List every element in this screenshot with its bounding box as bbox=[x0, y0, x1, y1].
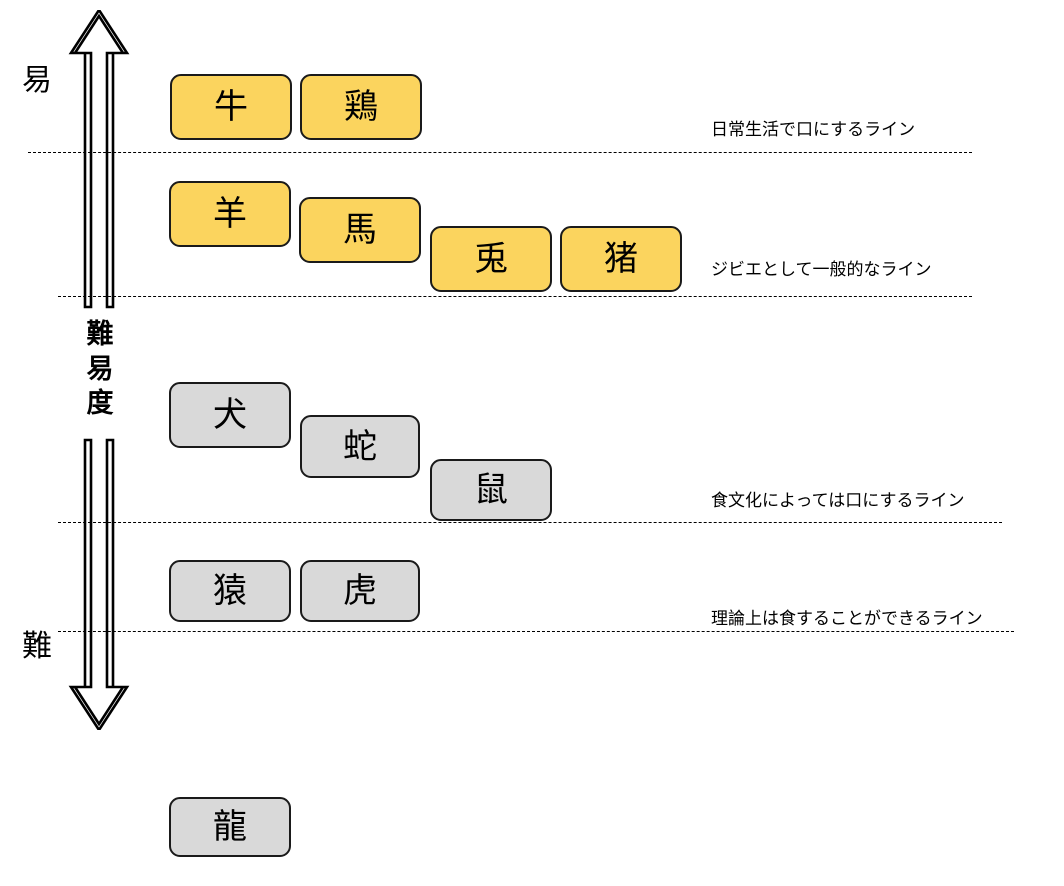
animal-box-dragon[interactable]: 龍 bbox=[169, 797, 291, 857]
animal-box-tiger[interactable]: 虎 bbox=[300, 560, 420, 622]
axis-label-hard: 難 bbox=[22, 629, 52, 664]
axis-title-difficulty: 難 易 度 bbox=[78, 318, 122, 422]
animal-box-snake[interactable]: 蛇 bbox=[300, 415, 420, 478]
axis-title-char-1: 難 bbox=[86, 319, 114, 350]
threshold-line-daily-life bbox=[28, 152, 972, 153]
threshold-label-theoretical: 理論上は食することができるライン bbox=[711, 609, 983, 629]
difficulty-axis-arrow bbox=[68, 10, 138, 730]
animal-box-rat[interactable]: 鼠 bbox=[430, 459, 552, 521]
threshold-label-food-culture: 食文化によっては口にするライン bbox=[711, 491, 965, 511]
animal-box-rabbit[interactable]: 兎 bbox=[430, 226, 552, 292]
threshold-line-theoretical bbox=[58, 631, 1014, 632]
animal-box-chicken[interactable]: 鶏 bbox=[300, 74, 422, 140]
animal-box-dog[interactable]: 犬 bbox=[169, 382, 291, 448]
axis-title-char-3: 度 bbox=[86, 388, 114, 420]
threshold-label-game-meat: ジビエとして一般的なライン bbox=[711, 260, 932, 280]
animal-box-monkey[interactable]: 猿 bbox=[169, 560, 291, 622]
threshold-label-daily-life: 日常生活で口にするライン bbox=[711, 120, 916, 140]
animal-box-horse[interactable]: 馬 bbox=[299, 197, 421, 263]
animal-box-boar[interactable]: 猪 bbox=[560, 226, 682, 292]
axis-title-char-2: 易 bbox=[86, 353, 114, 385]
axis-label-easy: 易 bbox=[22, 63, 52, 98]
animal-box-sheep[interactable]: 羊 bbox=[169, 181, 291, 247]
threshold-line-food-culture bbox=[58, 522, 1002, 523]
animal-box-cow[interactable]: 牛 bbox=[170, 74, 292, 140]
threshold-line-game-meat bbox=[58, 296, 972, 297]
